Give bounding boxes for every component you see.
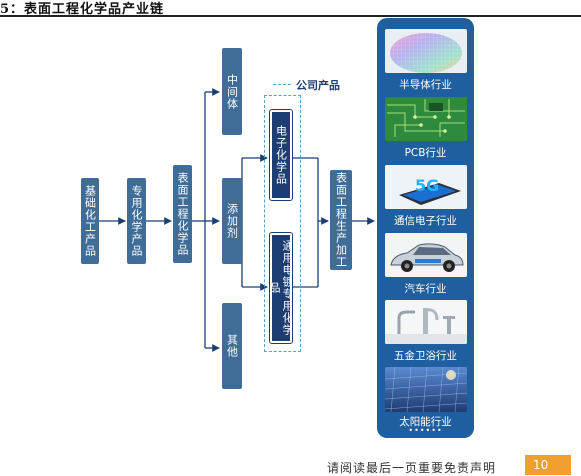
basic-chemicals-label: 基础化工产品 [83,185,97,257]
plating-chemicals-label: 通用电镀专用化学品 [268,240,294,336]
industry-label-semiconductor: 半导体行业 [399,79,452,91]
title-bar: 5：表面工程化学品产业链 [0,0,581,17]
surface-chemicals-label: 表面工程化学品 [176,172,189,256]
electronic-chemicals-label: 电子化学品 [274,125,288,185]
industry-label-solar: 太阳能行业 [399,416,452,428]
industry-label-communication: 通信电子行业 [394,215,457,227]
page-badge [525,455,571,475]
plating-chemicals-box: 通用电镀专用化学品 [268,232,294,344]
page-number: 10 [533,458,549,472]
legend-dash [273,84,291,85]
other-box: 其他 [222,303,242,389]
pcb-image [385,97,467,141]
special-chemicals-label: 专用化学产品 [130,185,143,257]
processing-box: 表面工程生产加工 [330,170,352,270]
more-indicator: •••••• [408,426,443,435]
car-image [385,233,467,277]
special-chemicals-box: 专用化学产品 [127,178,146,264]
legend-company-products: 公司产品 [296,79,340,92]
basic-chemicals-box: 基础化工产品 [81,178,99,264]
industry-label-automotive: 汽车行业 [404,283,447,295]
wafer-image [385,29,467,73]
electronic-chemicals-box: 电子化学品 [269,109,293,201]
additive-label: 添加剂 [225,203,239,239]
industry-label-hardware: 五金卫浴行业 [394,350,457,362]
processing-label: 表面工程生产加工 [334,172,348,268]
industry-label-pcb: PCB行业 [404,147,447,159]
footer-disclaimer: 请阅读最后一页重要免责声明 [327,461,497,475]
company-products-group [264,95,301,352]
intermediate-label: 中间体 [225,73,239,110]
intermediate-box: 中间体 [222,48,242,135]
other-label: 其他 [225,334,239,358]
5g-phone-image: 5G [385,165,467,209]
svg-text:5G: 5G [415,176,439,195]
faucet-image [385,300,467,344]
surface-chemicals-box: 表面工程化学品 [173,165,192,263]
additive-box: 添加剂 [222,178,242,264]
solar-panel-image [385,367,467,412]
figure-title: 5：表面工程化学品产业链 [0,2,165,17]
